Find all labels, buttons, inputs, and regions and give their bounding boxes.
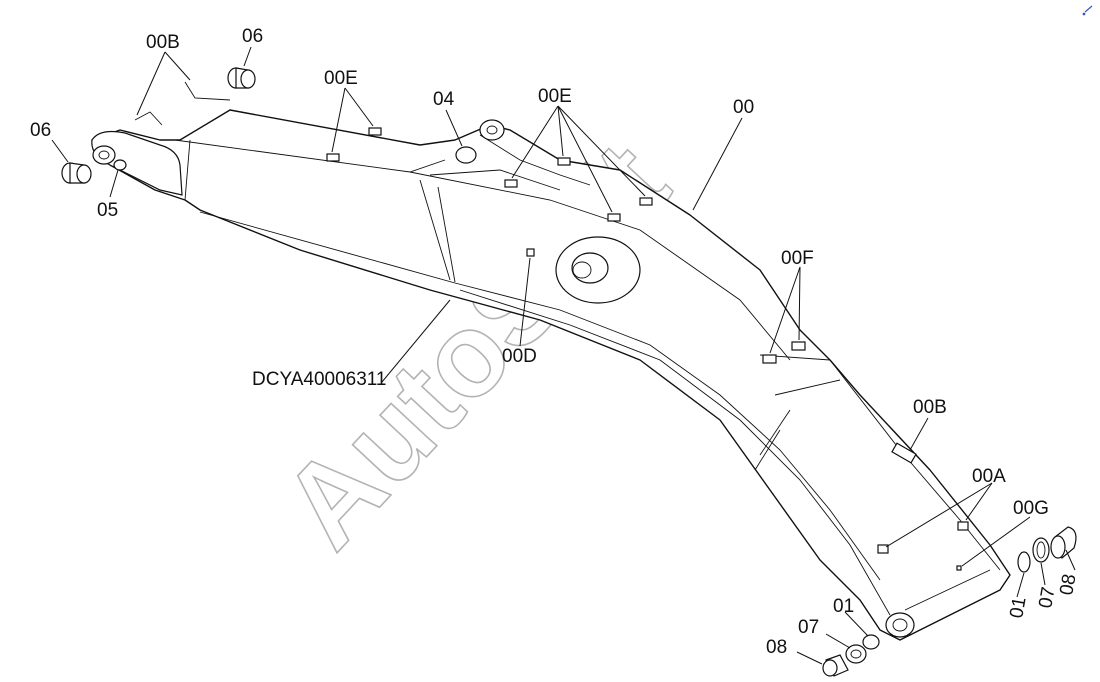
label-01-right: 01 [1006, 595, 1030, 619]
label-05: 05 [97, 200, 118, 221]
label-00D: 00D [502, 346, 537, 367]
label-00E-left: 00E [324, 68, 358, 89]
fitting-00E-2 [368, 127, 382, 136]
fitting-00E-3 [504, 179, 518, 188]
fitting-00E-6 [639, 197, 653, 206]
label-08-bottom: 08 [766, 637, 787, 658]
corner-mark [1082, 5, 1093, 16]
label-00G: 00G [1013, 498, 1049, 519]
label-00F: 00F [781, 248, 814, 269]
plate-00B-right [891, 442, 917, 464]
label-01-bottom: 01 [833, 596, 854, 617]
plate-00A-2 [957, 521, 969, 531]
foot-parts-bottom [822, 634, 880, 677]
boom-body [91, 81, 1011, 641]
label-00A: 00A [972, 466, 1006, 487]
label-07-bottom: 07 [798, 617, 819, 638]
foot-parts-right [1017, 526, 1077, 573]
plate-00A-1 [877, 544, 889, 554]
leader-lines [51, 46, 1076, 665]
small-parts [61, 67, 1077, 677]
plate-00G [956, 565, 962, 571]
label-00: 00 [733, 97, 754, 118]
callout-labels: 00B 06 06 05 00E 04 00E 00 00F 00D 00B 0… [30, 26, 1081, 658]
label-00B-right: 00B [913, 397, 947, 418]
label-06-left: 06 [30, 120, 51, 141]
label-06-top: 06 [242, 26, 263, 47]
label-04: 04 [433, 89, 455, 110]
fitting-00E-4 [557, 157, 571, 166]
fitting-00E-5 [607, 213, 621, 222]
drawing-code: DCYA40006311 [252, 369, 387, 390]
plate-00D [526, 248, 535, 257]
bushing-06-top [227, 67, 256, 89]
label-08-right: 08 [1056, 572, 1080, 596]
fitting-00E-1 [326, 153, 340, 162]
label-07-right: 07 [1035, 585, 1059, 609]
clamp-00F-2 [791, 341, 806, 351]
clamp-00F-1 [762, 354, 777, 364]
label-00E-mid: 00E [538, 86, 572, 107]
bushing-06-left [61, 162, 92, 184]
label-00B-top: 00B [146, 32, 180, 53]
